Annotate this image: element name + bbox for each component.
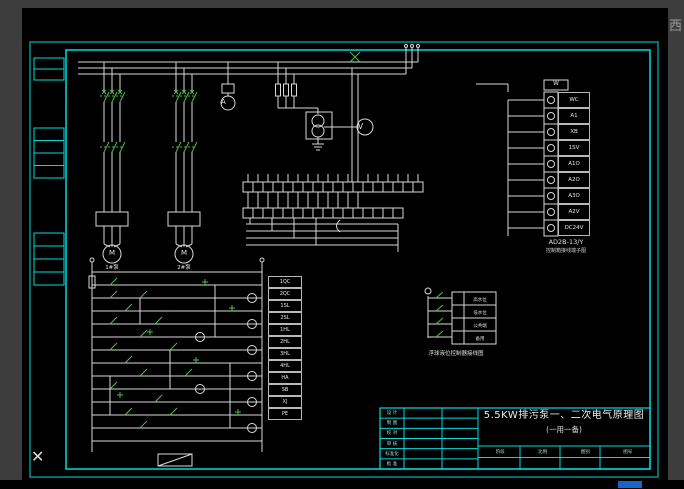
title-block-row-label: 审 核 [386,441,398,447]
terminal-label: DC24V [558,220,590,236]
title-block-row-label: 校 对 [386,431,398,437]
title-block-left-rows: 设 计制 图校 对审 核标准化批 准 [381,408,403,469]
ladder-terminal-label: XJ [268,396,302,408]
title-block-bottom-cell: 阶段 [495,450,505,455]
motor2-name: 2#泵 [177,265,191,271]
level-row-label: 高水位 [473,297,487,303]
ladder-terminal-label: PE [268,408,302,420]
taskbar-app-icon[interactable] [618,481,642,488]
ladder-terminal-label: 4HL [268,360,302,372]
ladder-terminal-label: 2SL [268,312,302,324]
title-block-row-label: 标准化 [385,451,399,457]
close-icon[interactable]: ✕ [31,447,45,466]
motor1-name: 1#泵 [105,265,119,271]
ladder-terminal-label: 1QC [268,276,302,288]
terminal-label: A2O [558,172,590,188]
ladder-terminal-label: HA [268,372,302,384]
terminal-block-model: AD2B-13/Y [548,238,584,246]
title-block-row-label: 批 准 [386,461,398,467]
watermark-text: 西 [669,19,683,34]
ladder-terminal-label: SB [268,384,302,396]
level-controller-rows: 高水位低水位公共端备用 [465,293,495,345]
level-row-label: 低水位 [473,310,487,316]
terminal-block-caption: 控制箱接线端子图 [545,248,586,254]
taskbar [0,480,684,489]
title-block-bottom-cell: 比例 [538,450,548,455]
level-controller-caption: 浮球液位控制器接线图 [428,351,484,357]
ladder-terminal-label: 3HL [268,348,302,360]
terminal-label: 1SV [558,140,590,156]
drawing-title: 5.5KW排污泵一、二次电气原理图 (一用一备) [480,411,648,434]
level-row-label: 备用 [475,336,485,342]
title-block-row-label: 制 图 [386,421,398,427]
level-row-label: 公共端 [473,323,487,329]
ladder-terminal-label: 1SL [268,300,302,312]
title-block-bottom-cell: 图别 [580,450,590,455]
ladder-terminal-label: 2QC [268,288,302,300]
terminal-label: A1O [558,156,590,172]
voltmeter-symbol-label: V [358,122,364,131]
ladder-terminal-label: 1HL [268,324,302,336]
ladder-terminal-label: 2HL [268,336,302,348]
terminal-label: XB [558,124,590,140]
drawing-title-main: 5.5KW排污泵一、二次电气原理图 [483,410,645,421]
title-block-bottom-cell: 图号 [623,450,633,455]
terminal-label: A1 [558,108,590,124]
motor2-symbol-label: M [180,249,188,257]
motor1-symbol-label: M [108,249,116,257]
terminal-label: WC [558,92,590,108]
drawing-title-sub: (一用一备) [546,425,582,434]
title-block-row-label: 设 计 [386,411,398,417]
terminal-block-header: W [553,80,559,87]
drawing-canvas [22,8,668,480]
ammeter-symbol-label: A [221,98,226,106]
terminal-label: A3O [558,188,590,204]
title-block-bottom-cells: 阶段 比例 图别 图号 [479,447,649,457]
terminal-label: A2V [558,204,590,220]
